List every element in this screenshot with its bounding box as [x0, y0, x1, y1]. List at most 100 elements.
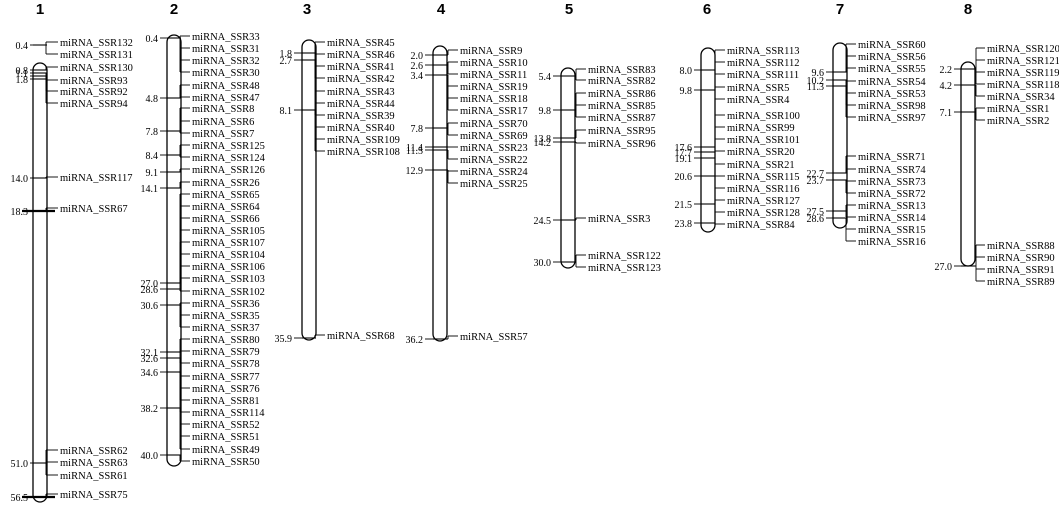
marker-label: miRNA_SSR2 — [987, 116, 1049, 127]
marker-label: miRNA_SSR124 — [192, 153, 266, 164]
marker-label: miRNA_SSR101 — [727, 135, 800, 146]
linkage-group-5: 55.4miRNA_SSR83miRNA_SSR829.8miRNA_SSR86… — [534, 1, 661, 274]
linkage-group-3: 31.8miRNA_SSR45miRNA_SSR46miRNA_SSR41miR… — [275, 1, 400, 345]
marker-label: miRNA_SSR114 — [192, 408, 265, 419]
position-label: 11.4 — [406, 143, 423, 154]
marker-label: miRNA_SSR78 — [192, 359, 260, 370]
marker-label: miRNA_SSR88 — [987, 241, 1055, 252]
marker-label: miRNA_SSR22 — [460, 155, 528, 166]
marker-label: miRNA_SSR72 — [858, 189, 926, 200]
position-label: 32.1 — [141, 348, 159, 359]
marker-label: miRNA_SSR87 — [588, 113, 656, 124]
marker-label: miRNA_SSR71 — [858, 152, 926, 163]
marker-label: miRNA_SSR75 — [60, 490, 128, 501]
linkage-group-6: 68.0miRNA_SSR113miRNA_SSR112miRNA_SSR111… — [675, 1, 800, 233]
marker-label: miRNA_SSR61 — [60, 471, 128, 482]
group-number-label: 5 — [565, 1, 573, 18]
marker-label: miRNA_SSR24 — [460, 167, 528, 178]
marker-label: miRNA_SSR125 — [192, 141, 265, 152]
marker-label: miRNA_SSR33 — [192, 32, 260, 43]
position-label: 2.0 — [411, 51, 424, 62]
chromosome-bar — [832, 42, 848, 229]
marker-label: miRNA_SSR10 — [460, 58, 528, 69]
marker-label: miRNA_SSR79 — [192, 347, 260, 358]
marker-label: miRNA_SSR109 — [327, 135, 400, 146]
marker-label: miRNA_SSR83 — [588, 65, 656, 76]
marker-label: miRNA_SSR48 — [192, 81, 260, 92]
marker-label: miRNA_SSR105 — [192, 226, 265, 237]
position-label: 17.7 — [675, 148, 693, 159]
chromosome-bar — [432, 45, 448, 342]
position-label: 8.4 — [146, 151, 159, 162]
marker-label: miRNA_SSR4 — [727, 95, 790, 106]
marker-label: miRNA_SSR132 — [60, 38, 133, 49]
position-label: 9.6 — [812, 68, 825, 79]
marker-label: miRNA_SSR23 — [460, 143, 528, 154]
marker-label: miRNA_SSR64 — [192, 202, 260, 213]
marker-label: miRNA_SSR8 — [192, 104, 254, 115]
position-label: 27.0 — [935, 262, 953, 273]
marker-label: miRNA_SSR92 — [60, 87, 128, 98]
position-label: 30.0 — [534, 258, 552, 269]
marker-label: miRNA_SSR74 — [858, 165, 926, 176]
marker-label: miRNA_SSR41 — [327, 62, 395, 73]
marker-label: miRNA_SSR1 — [987, 104, 1049, 115]
marker-label: miRNA_SSR106 — [192, 262, 265, 273]
position-label: 34.6 — [141, 368, 159, 379]
position-label: 35.9 — [275, 334, 293, 345]
position-label: 18.3 — [11, 207, 29, 218]
chromosome-bar — [560, 67, 576, 269]
marker-label: miRNA_SSR100 — [727, 111, 800, 122]
position-label: 5.4 — [539, 72, 552, 83]
position-label: 23.8 — [675, 219, 693, 230]
position-label: 8.1 — [280, 106, 293, 117]
marker-label: miRNA_SSR49 — [192, 445, 260, 456]
marker-label: miRNA_SSR117 — [60, 173, 133, 184]
marker-label: miRNA_SSR122 — [588, 251, 661, 262]
marker-label: miRNA_SSR85 — [588, 101, 656, 112]
marker-label: miRNA_SSR20 — [727, 147, 795, 158]
marker-label: miRNA_SSR53 — [858, 89, 926, 100]
marker-label: miRNA_SSR115 — [727, 172, 800, 183]
marker-label: miRNA_SSR40 — [327, 123, 395, 134]
marker-label: miRNA_SSR120 — [987, 44, 1059, 55]
group-number-label: 2 — [170, 1, 178, 18]
group-number-label: 8 — [964, 1, 972, 18]
marker-label: miRNA_SSR127 — [727, 196, 800, 207]
marker-label: miRNA_SSR77 — [192, 372, 260, 383]
marker-label: miRNA_SSR43 — [327, 87, 395, 98]
position-label: 28.6 — [807, 214, 825, 225]
chromosome-bar — [32, 62, 48, 503]
position-label: 1.1 — [16, 69, 29, 80]
marker-label: miRNA_SSR65 — [192, 190, 260, 201]
marker-label: miRNA_SSR37 — [192, 323, 260, 334]
group-number-label: 1 — [36, 1, 44, 18]
marker-label: miRNA_SSR119 — [987, 68, 1059, 79]
position-label: 4.2 — [940, 81, 953, 92]
position-label: 12.9 — [406, 166, 424, 177]
position-label: 9.8 — [680, 86, 693, 97]
marker-label: miRNA_SSR11 — [460, 70, 527, 81]
linkage-group-7: 79.6miRNA_SSR60miRNA_SSR56miRNA_SSR5510.… — [807, 1, 927, 248]
marker-label: miRNA_SSR111 — [727, 70, 799, 81]
marker-label: miRNA_SSR50 — [192, 457, 260, 468]
chromosome-bar — [166, 34, 182, 467]
marker-label: miRNA_SSR9 — [460, 46, 522, 57]
position-label: 4.8 — [146, 94, 159, 105]
marker-label: miRNA_SSR46 — [327, 50, 395, 61]
marker-label: miRNA_SSR84 — [727, 220, 795, 231]
position-label: 38.2 — [141, 404, 159, 415]
position-label: 56.5 — [11, 493, 29, 504]
position-label: 7.1 — [940, 108, 953, 119]
marker-label: miRNA_SSR26 — [192, 178, 260, 189]
marker-label: miRNA_SSR51 — [192, 432, 260, 443]
position-label: 19.1 — [675, 154, 693, 165]
marker-label: miRNA_SSR89 — [987, 277, 1055, 288]
position-label: 3.4 — [411, 71, 424, 82]
chromosome-bar — [301, 39, 317, 341]
position-label: 2.2 — [940, 65, 953, 76]
marker-label: miRNA_SSR57 — [460, 332, 528, 343]
